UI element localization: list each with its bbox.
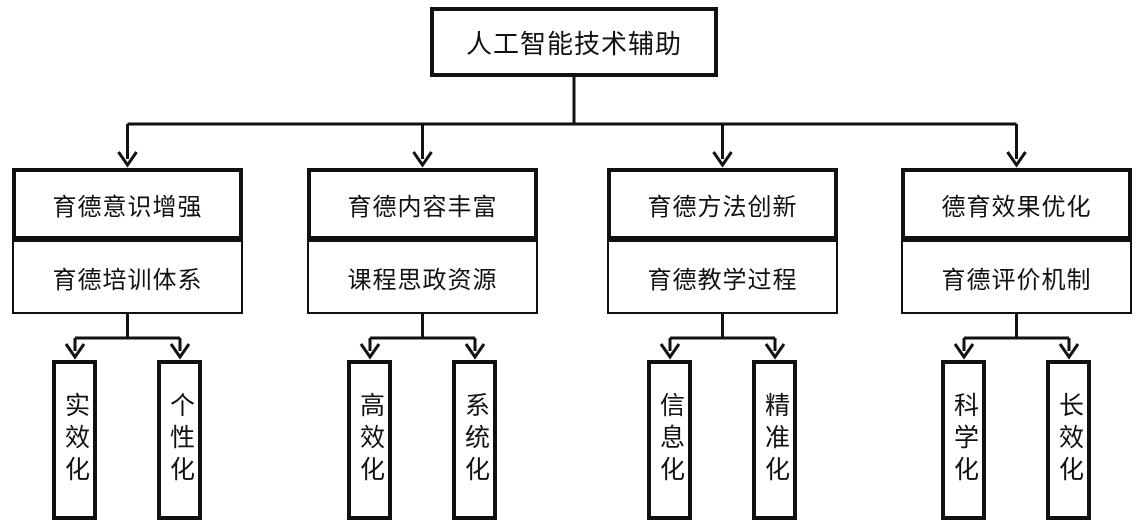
leaf-node: 个性化 — [157, 360, 202, 520]
branch-title-label: 德育效果优化 — [941, 194, 1092, 221]
branch-title-node: 育德意识增强 — [12, 168, 243, 240]
branch-sub-label: 育德教学过程 — [647, 267, 798, 294]
branch-sub-node: 育德教学过程 — [607, 240, 838, 314]
leaf-node: 高效化 — [347, 360, 392, 520]
leaf-label: 个性化 — [166, 392, 194, 488]
leaf-label: 长效化 — [1055, 392, 1083, 488]
leaf-label: 科学化 — [950, 392, 978, 488]
root-node-label: 人工智能技术辅助 — [465, 29, 682, 59]
leaf-label: 信息化 — [656, 392, 684, 488]
leaf-node: 实效化 — [52, 360, 97, 520]
branch-title-node: 育德内容丰富 — [307, 168, 538, 240]
leaf-label: 系统化 — [461, 392, 489, 488]
leaf-node: 长效化 — [1046, 360, 1091, 520]
leaf-node: 系统化 — [452, 360, 497, 520]
branch-title-node: 德育效果优化 — [901, 168, 1132, 240]
root-node: 人工智能技术辅助 — [430, 7, 718, 77]
branch-title-label: 育德方法创新 — [647, 194, 798, 221]
branch-sub-node: 课程思政资源 — [307, 240, 538, 314]
branch-sub-label: 育德评价机制 — [941, 267, 1092, 294]
branch-sub-node: 育德评价机制 — [901, 240, 1132, 314]
leaf-label: 精准化 — [761, 392, 789, 488]
branch-title-label: 育德意识增强 — [52, 194, 203, 221]
leaf-node: 精准化 — [752, 360, 797, 520]
leaf-label: 实效化 — [61, 392, 89, 488]
branch-title-label: 育德内容丰富 — [347, 194, 498, 221]
branch-title-node: 育德方法创新 — [607, 168, 838, 240]
branch-sub-label: 课程思政资源 — [347, 267, 498, 294]
leaf-node: 科学化 — [941, 360, 986, 520]
branch-sub-node: 育德培训体系 — [12, 240, 243, 314]
leaf-label: 高效化 — [356, 392, 384, 488]
branch-sub-label: 育德培训体系 — [52, 267, 203, 294]
leaf-node: 信息化 — [647, 360, 692, 520]
